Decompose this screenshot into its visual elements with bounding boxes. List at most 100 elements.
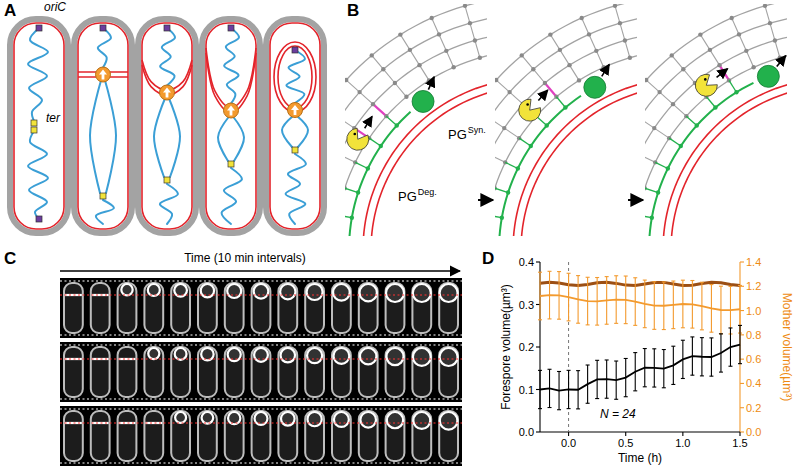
chromosome xyxy=(28,28,48,121)
peptide-crosslink xyxy=(770,23,775,40)
lattice-node xyxy=(429,16,433,20)
chromosome xyxy=(282,116,293,147)
lattice-node xyxy=(357,90,361,94)
cell-outline xyxy=(198,283,217,333)
membrane xyxy=(513,78,637,236)
membrane xyxy=(274,42,316,112)
glycan-strand xyxy=(345,4,487,236)
error-bar xyxy=(719,333,723,334)
forespore-volume-line xyxy=(540,345,740,391)
tick-label: 0.1 xyxy=(519,383,534,396)
lattice-node xyxy=(744,49,748,53)
pg-hydrolase xyxy=(347,128,369,150)
error-bar xyxy=(595,325,599,326)
new-lattice-node xyxy=(506,190,510,194)
tick-label: 0.6 xyxy=(746,353,761,366)
lattice-node xyxy=(567,63,571,67)
error-bar xyxy=(671,346,675,347)
peptide-crosslink xyxy=(672,55,684,69)
lattice-node xyxy=(398,32,402,36)
terminus-marker xyxy=(100,193,106,199)
cell-outline xyxy=(64,347,83,397)
lattice-node xyxy=(345,78,348,82)
cell-outline xyxy=(225,283,244,333)
cell-outline xyxy=(439,411,458,461)
error-bar xyxy=(652,281,656,282)
pg-synthase xyxy=(757,65,779,87)
cell-frames xyxy=(64,411,458,461)
lattice-node xyxy=(594,49,598,53)
new-lattice-node xyxy=(529,144,533,148)
error-bar xyxy=(690,280,694,281)
cell-outline xyxy=(359,283,378,333)
cell-membrane xyxy=(78,23,128,229)
cell-envelope xyxy=(645,4,787,236)
new-lattice-node xyxy=(395,123,399,127)
peptide-crosslink xyxy=(683,69,695,83)
enzyme-label: PG xyxy=(398,190,417,205)
membrane xyxy=(663,78,787,236)
cell-outline xyxy=(171,347,190,397)
cell-outline xyxy=(171,411,190,461)
tick xyxy=(682,432,683,436)
y-axis-right xyxy=(739,262,740,432)
lattice-node xyxy=(681,67,685,71)
tick-label: 1.4 xyxy=(746,256,761,269)
micrograph-strip xyxy=(60,406,462,466)
forespore xyxy=(255,412,268,425)
error-bar xyxy=(643,327,647,328)
error-bar xyxy=(614,399,618,400)
chromosome xyxy=(160,28,175,86)
tick-label: 1.0 xyxy=(675,437,690,450)
peptide-crosslink xyxy=(465,6,470,23)
error-bar xyxy=(567,408,571,409)
tick-label: 0.0 xyxy=(746,426,761,439)
panel-letter: B xyxy=(347,1,359,21)
bacterial-cell xyxy=(74,19,132,233)
forespore xyxy=(227,284,241,298)
peptide-crosslink xyxy=(710,50,720,65)
peptide-crosslink xyxy=(383,69,395,83)
forespore xyxy=(387,412,403,428)
cell-outline xyxy=(144,347,163,397)
lattice-node xyxy=(437,32,441,36)
lattice-node xyxy=(427,78,431,82)
cell-frames xyxy=(64,347,458,397)
chromosome xyxy=(105,81,116,194)
forespore xyxy=(360,284,377,301)
new-lattice-node xyxy=(356,190,360,194)
glycan-strand xyxy=(645,4,787,236)
bacterial-cell xyxy=(10,19,68,233)
error-bar xyxy=(633,325,637,326)
lattice-node xyxy=(613,4,617,8)
oric-marker xyxy=(228,25,234,31)
error-bar xyxy=(633,352,637,353)
error-bar xyxy=(538,319,542,320)
glycan-strand xyxy=(645,14,787,236)
error-bar xyxy=(567,273,571,274)
lattice-node xyxy=(543,81,547,85)
error-bar xyxy=(586,364,590,365)
tick-label: 0.5 xyxy=(618,437,633,450)
error-bar xyxy=(671,384,675,385)
cell-outline xyxy=(64,411,83,461)
tick xyxy=(739,432,740,436)
new-glycan-strand xyxy=(349,112,411,236)
error-bar xyxy=(652,348,656,349)
error-bar xyxy=(633,277,637,278)
peptide-crosslink xyxy=(625,40,630,57)
error-bar xyxy=(576,408,580,409)
chromosome xyxy=(96,200,114,224)
peptide-crosslink xyxy=(439,34,446,50)
new-lattice-node xyxy=(516,166,520,170)
tick xyxy=(740,407,744,408)
cleaved-crosslink xyxy=(373,104,386,116)
terminus-marker xyxy=(228,161,234,167)
error-bar xyxy=(643,348,647,349)
lattice-node xyxy=(737,32,741,36)
cell-outline xyxy=(412,347,431,397)
error-bar xyxy=(709,376,713,377)
peptide-crosslink xyxy=(522,55,534,69)
new-lattice-node xyxy=(563,105,567,109)
